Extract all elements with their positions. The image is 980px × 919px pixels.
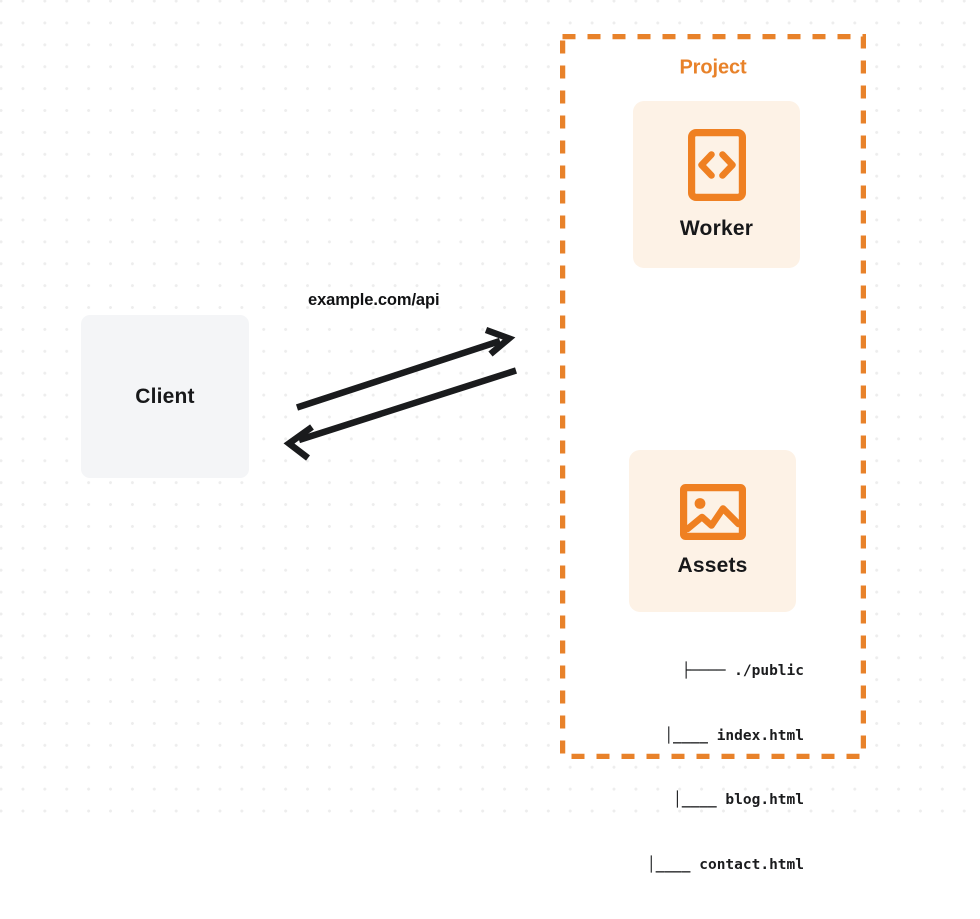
- file-tree-row: │____ blog.html: [673, 792, 804, 808]
- assets-node-label: Assets: [677, 554, 748, 577]
- worker-node-label: Worker: [679, 216, 754, 240]
- file-tree-row: ├──── ./public: [681, 663, 804, 679]
- code-brackets-icon: [687, 128, 746, 201]
- worker-node[interactable]: Worker: [633, 101, 800, 268]
- connection-label: example.com/api: [308, 291, 440, 309]
- image-picture-icon: [679, 483, 746, 540]
- file-tree-row: │____ contact.html: [646, 856, 804, 873]
- client-node-label: Client: [135, 384, 195, 408]
- assets-file-tree: ├──── ./public │____ index.html │____ bl…: [609, 618, 804, 919]
- diagram-canvas: Client example.com/api Project: [0, 0, 980, 873]
- client-node[interactable]: Client: [81, 315, 249, 478]
- request-arrow: [295, 326, 516, 411]
- response-arrow: [283, 367, 517, 461]
- file-tree-row: │____ index.html: [664, 727, 804, 744]
- project-title: Project: [670, 56, 756, 80]
- assets-node[interactable]: Assets: [629, 450, 796, 612]
